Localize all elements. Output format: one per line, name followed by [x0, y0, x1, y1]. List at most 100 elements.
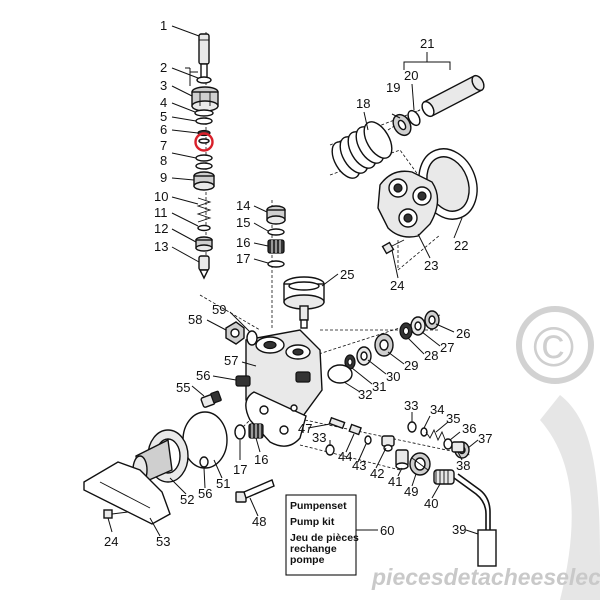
left-body-parts — [200, 321, 258, 408]
part-label-35: 35 — [446, 411, 460, 426]
part-label-47: 47 — [298, 421, 312, 436]
part-label-52: 52 — [180, 492, 194, 507]
part-58-nut — [225, 321, 245, 345]
part-label-58: 58 — [188, 312, 202, 327]
part-label-3: 3 — [160, 78, 167, 93]
part-label-49: 49 — [404, 484, 418, 499]
legend-line-4: rechange — [290, 543, 337, 555]
part-label-22: 22 — [454, 238, 468, 253]
part-label-41: 41 — [388, 474, 402, 489]
part-label-26: 26 — [456, 326, 470, 341]
part-26-seal — [424, 310, 440, 330]
part-35-spring — [425, 428, 447, 443]
part-label-36: 36 — [462, 421, 476, 436]
part-label-28: 28 — [424, 348, 438, 363]
part-label-33-lower: 33 — [312, 430, 326, 445]
watermark-ring — [516, 306, 594, 384]
part-17-o-ring-lower — [234, 424, 246, 440]
part-38-fitting — [451, 441, 465, 453]
part-4-o-ring — [194, 109, 214, 117]
piston-parts — [331, 74, 485, 255]
watermark: © piecesdetacheeselec.com — [371, 306, 600, 600]
legend-box — [285, 494, 357, 576]
part-label-19: 19 — [386, 80, 400, 95]
part-25-pressure-gauge — [283, 276, 325, 329]
part-label-56-lower: 56 — [198, 486, 212, 501]
part-33-o-ring — [325, 444, 335, 456]
part-39-tube — [453, 473, 497, 567]
part-12-nut — [195, 236, 213, 252]
pump-kit-legend: Pumpenset Pump kit Jeu de pièces rechang… — [285, 494, 394, 576]
part-label-25: 25 — [340, 267, 354, 282]
part-23-cylinder-block — [377, 170, 439, 238]
part-19-washer — [392, 113, 412, 137]
part-10-spring — [196, 197, 212, 223]
part-label-56: 56 — [196, 368, 210, 383]
part-2-washer — [196, 76, 212, 84]
legend-line-2: Pump kit — [290, 516, 335, 528]
part-29-seal — [374, 333, 394, 357]
part-label-5: 5 — [160, 109, 167, 124]
part-label-29: 29 — [404, 358, 418, 373]
part-33-o-ring-right — [407, 421, 417, 433]
part-label-23: 23 — [424, 258, 438, 273]
part-label-17-lower: 17 — [233, 462, 247, 477]
part-36-ring — [443, 438, 453, 450]
part-24-bolt — [103, 509, 129, 519]
part-9-nut — [193, 171, 215, 191]
part-13-valve — [198, 255, 210, 280]
part-41-connector — [395, 449, 409, 470]
part-44-valve — [348, 423, 362, 436]
part-40-hose-connector — [433, 469, 455, 485]
part-label-42: 42 — [370, 466, 384, 481]
part-30-ring — [356, 346, 372, 366]
part-label-34: 34 — [430, 402, 444, 417]
watermark-site-text: piecesdetacheeselec.com — [371, 564, 600, 590]
part-label-32: 32 — [358, 387, 372, 402]
part-1-stem — [198, 33, 210, 79]
part-56-fitting — [235, 375, 251, 387]
part-15-o-ring — [267, 228, 285, 236]
legend-title: Pumpenset — [290, 500, 347, 512]
part-label-15: 15 — [236, 215, 250, 230]
part-label-38: 38 — [456, 458, 470, 473]
part-59-o-ring — [246, 330, 258, 346]
part-label-4: 4 — [160, 95, 167, 110]
part-11-ring — [197, 224, 211, 232]
part-label-53: 53 — [156, 534, 170, 549]
part-label-8: 8 — [160, 153, 167, 168]
part-label-9: 9 — [160, 170, 167, 185]
part-14-plug — [266, 205, 286, 225]
part-21-piston — [421, 74, 485, 118]
part-28-ring — [399, 322, 413, 340]
part-57-pump-body — [245, 329, 323, 447]
part-label-16: 16 — [236, 235, 250, 250]
part-47-pin — [328, 416, 346, 430]
part-label-11: 11 — [154, 205, 168, 220]
part-label-39: 39 — [452, 522, 466, 537]
part-24-screw — [381, 239, 405, 255]
legend-line-3: Jeu de pièces — [290, 532, 359, 544]
part-label-33: 33 — [404, 398, 418, 413]
part-label-43: 43 — [352, 458, 366, 473]
part-label-24: 24 — [390, 278, 404, 293]
part-label-44: 44 — [338, 449, 352, 464]
part-label-17: 17 — [236, 251, 250, 266]
legend-line-5: pompe — [290, 554, 325, 566]
seal-kit-parts — [327, 310, 440, 384]
part-53-base-plate — [83, 461, 171, 525]
part-label-30: 30 — [386, 369, 400, 384]
part-16-valve — [267, 239, 285, 254]
center-valve-parts — [266, 205, 286, 268]
part-label-24-lower: 24 — [104, 534, 118, 549]
part-label-14: 14 — [236, 198, 250, 213]
highlight-circle-part-7 — [194, 132, 214, 152]
part-3-nut — [191, 86, 219, 112]
part-label-40: 40 — [424, 496, 438, 511]
part-label-2: 2 — [160, 60, 167, 75]
part-label-31: 31 — [372, 379, 386, 394]
part-56-washer — [199, 456, 209, 468]
part-label-7: 7 — [160, 138, 167, 153]
